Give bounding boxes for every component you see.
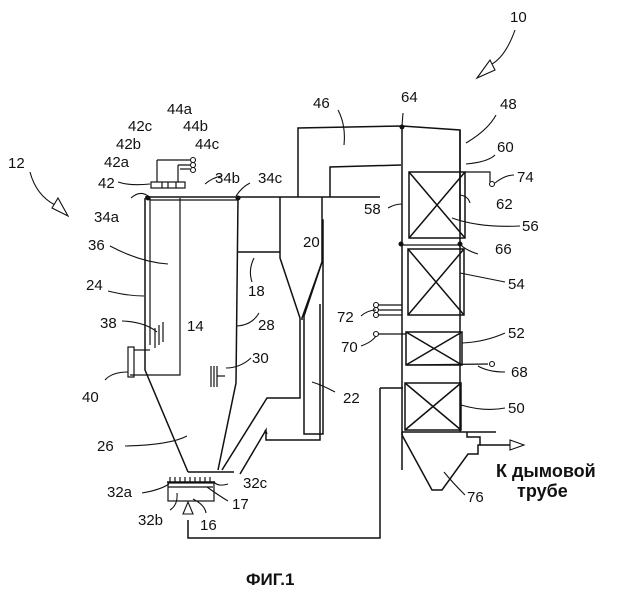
label-44a: 44a: [167, 101, 193, 118]
label-56: 56: [522, 218, 539, 235]
label-42b: 42b: [116, 136, 141, 153]
ref-arrow-12: [30, 172, 68, 216]
label-76: 76: [467, 489, 484, 506]
label-42: 42: [98, 175, 115, 192]
label-54: 54: [508, 276, 525, 293]
label-10: 10: [510, 9, 527, 26]
outlet-arrow-icon: [510, 440, 524, 450]
label-40: 40: [82, 389, 99, 406]
label-28: 28: [258, 317, 275, 334]
reference-labels: 10 12 14 16 17 18 20 22 24 26 28 30 32a …: [8, 9, 539, 534]
outlet-label: К дымовой трубе: [496, 461, 596, 501]
label-44c: 44c: [195, 136, 220, 153]
label-70: 70: [341, 339, 358, 356]
distributor-32: [167, 477, 215, 514]
label-62: 62: [496, 196, 513, 213]
label-32b: 32b: [138, 512, 163, 529]
header-42: [151, 158, 196, 189]
label-38: 38: [100, 315, 117, 332]
label-58: 58: [364, 201, 381, 218]
label-14: 14: [187, 318, 204, 335]
label-34b: 34b: [215, 170, 240, 187]
label-46: 46: [313, 95, 330, 112]
label-36: 36: [88, 237, 105, 254]
label-68: 68: [511, 364, 528, 381]
label-12: 12: [8, 155, 25, 172]
label-18: 18: [248, 283, 265, 300]
label-16: 16: [200, 517, 217, 534]
return-duct: [188, 388, 403, 538]
label-52: 52: [508, 325, 525, 342]
label-17: 17: [232, 496, 249, 513]
label-66: 66: [495, 241, 512, 258]
label-20: 20: [303, 234, 320, 251]
ribs-38: [155, 322, 163, 348]
arrow-12-icon: [52, 198, 68, 216]
figure-caption: ФИГ.1: [246, 570, 294, 589]
label-48: 48: [500, 96, 517, 113]
heat-exchanger-50: [405, 383, 461, 430]
heat-exchanger-52: [377, 332, 488, 365]
ribs-30: [211, 366, 225, 387]
label-60: 60: [497, 139, 514, 156]
backpass-48: [402, 126, 460, 470]
outlet-label-line1: К дымовой: [496, 461, 596, 481]
ref-arrow-10: [477, 30, 515, 78]
outlet-label-line2: трубе: [517, 481, 568, 501]
label-50: 50: [508, 400, 525, 417]
label-26: 26: [97, 438, 114, 455]
arrow-10-icon: [477, 60, 495, 78]
label-24: 24: [86, 277, 103, 294]
furnace-chamber: [130, 197, 380, 472]
label-74: 74: [517, 169, 534, 186]
label-42c: 42c: [128, 118, 153, 135]
leader-lines: [105, 110, 520, 513]
heat-exchanger-56: [409, 172, 490, 238]
label-34a: 34a: [94, 209, 120, 226]
label-32a: 32a: [107, 484, 133, 501]
heat-exchanger-54: [408, 249, 464, 315]
label-44b: 44b: [183, 118, 208, 135]
label-34c: 34c: [258, 170, 283, 187]
label-72: 72: [337, 309, 354, 326]
label-64: 64: [401, 89, 418, 106]
label-22: 22: [343, 390, 360, 407]
label-32c: 32c: [243, 475, 268, 492]
air-inlet-arrow-icon: [183, 502, 193, 514]
label-42a: 42a: [104, 154, 130, 171]
label-30: 30: [252, 350, 269, 367]
